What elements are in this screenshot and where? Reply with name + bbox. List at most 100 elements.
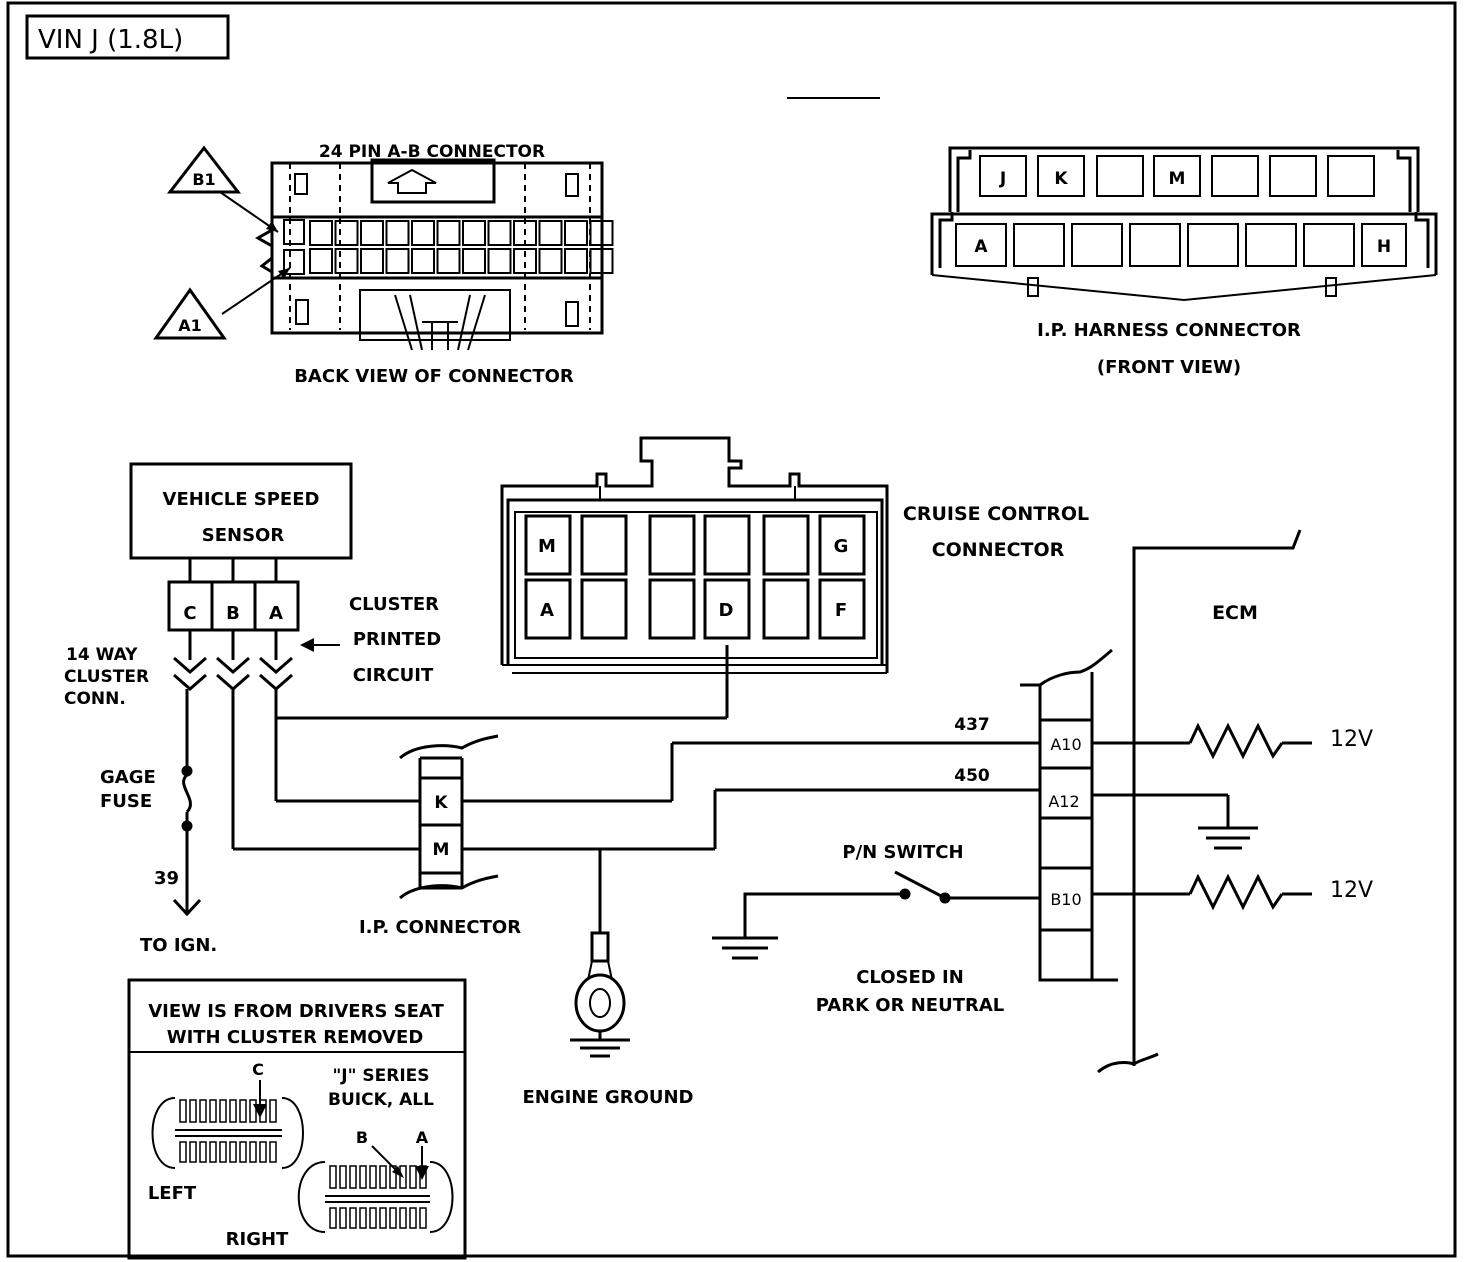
vss-label-2: SENSOR (202, 525, 285, 546)
ab-pin-cell (436, 220, 461, 246)
inset-right-label: RIGHT (226, 1229, 289, 1250)
cluster-tooth (399, 1207, 407, 1229)
cluster-tooth (369, 1207, 377, 1229)
ab-pin-cell (462, 248, 486, 274)
harness-top-pin (1269, 155, 1317, 197)
vss-pin-a-label: A (269, 603, 283, 624)
cruise-pin (580, 514, 628, 576)
vss-label-1: VEHICLE SPEED (163, 489, 320, 510)
diagram-title: VIN J (1.8L) (38, 25, 183, 55)
cruise-pin (648, 578, 696, 640)
cluster-tooth (359, 1207, 367, 1229)
ab-pin-cell (564, 220, 588, 246)
cluster-tooth (189, 1141, 197, 1163)
vss-box (129, 462, 353, 560)
cluster-tooth (369, 1165, 377, 1189)
ecm-pin-a12: A12 (1048, 792, 1079, 811)
pn-switch-label: P/N SWITCH (842, 842, 963, 863)
cruise-pin (524, 514, 572, 576)
harness-top-pin (1211, 155, 1259, 197)
inset-left-label: LEFT (148, 1183, 197, 1204)
cruise-pin (818, 578, 866, 640)
inset-header-1: VIEW IS FROM DRIVERS SEAT (148, 1001, 444, 1022)
cluster-pin-teeth (179, 1099, 427, 1229)
cluster-tooth (339, 1165, 347, 1189)
pn-switch-blade (894, 870, 946, 900)
cluster-circuit-3: CIRCUIT (353, 665, 434, 686)
cruise-pin (762, 578, 810, 640)
a10-voltage: 12V (1330, 727, 1373, 752)
cluster-conn-3: CONN. (64, 689, 126, 709)
cruise-pin-label: M (538, 536, 556, 557)
ab-pin-cell (411, 220, 435, 246)
b1-triangle (166, 145, 242, 194)
ab-pin-cell (309, 220, 333, 246)
ip-harness-drawing (930, 146, 1438, 302)
cluster-tooth (419, 1207, 427, 1229)
ab-pin-cell (385, 248, 410, 274)
cruise-pin (648, 514, 696, 576)
harness-top-pin (1096, 155, 1144, 197)
cruise-label-1: CRUISE CONTROL (903, 503, 1089, 525)
cluster-circuit-2: PRINTED (353, 629, 441, 650)
cluster-right-drawing (297, 1161, 454, 1233)
cluster-tooth (269, 1141, 277, 1163)
pn-note-2: PARK OR NEUTRAL (816, 995, 1005, 1016)
ip-connector-label: I.P. CONNECTOR (359, 917, 521, 938)
pin-a1-label: A1 (178, 316, 202, 335)
page-frame (6, 1, 1457, 1258)
ab-pin-cell (589, 248, 614, 274)
ab-pin-cell (538, 220, 563, 246)
cluster-tooth (349, 1207, 357, 1229)
ground-terminal (590, 931, 610, 963)
ab-pin-cell (360, 248, 384, 274)
harness-bottom-pin-label: H (1377, 237, 1391, 257)
ip-harness-title: I.P. HARNESS CONNECTOR (1037, 320, 1301, 341)
cruise-pin (580, 578, 628, 640)
cluster-tooth (379, 1165, 387, 1189)
cruise-pin (703, 514, 751, 576)
cluster-tooth (409, 1165, 417, 1189)
gage-fuse-2: FUSE (100, 791, 152, 812)
harness-bottom-pin (1187, 223, 1239, 267)
cluster-tooth (189, 1099, 197, 1123)
inset-label-a: A (416, 1128, 429, 1147)
ecm-outline (1132, 529, 1302, 1066)
cluster-tooth (179, 1099, 187, 1123)
wire-450-label: 450 (954, 766, 990, 786)
harness-top-pin (1037, 155, 1085, 197)
gage-fuse-1: GAGE (100, 767, 156, 788)
vss-pin-b-label: B (226, 603, 240, 624)
b10-resistor (1188, 873, 1284, 911)
cluster-tooth (199, 1141, 207, 1163)
ecm-pin-b10: B10 (1050, 890, 1081, 909)
cluster-tooth (209, 1099, 217, 1123)
inset-box (127, 978, 467, 1260)
ecm-connector-drawing (1020, 648, 1118, 982)
ab-pin-cell (538, 248, 563, 274)
wire-39-label: 39 (154, 868, 179, 889)
ip-connector-drawing (399, 734, 499, 900)
ab-pin-cell (564, 248, 588, 274)
cluster-left-drawing (151, 1097, 304, 1169)
ip-harness-subtitle: (FRONT VIEW) (1097, 357, 1241, 378)
ab-connector-pins (309, 220, 614, 274)
cluster-tooth (239, 1099, 247, 1123)
ecm-pin-a10: A10 (1050, 735, 1081, 754)
harness-bottom-pin (955, 223, 1007, 267)
inset-series-2: BUICK, ALL (328, 1090, 434, 1110)
ab-pin-cell (462, 220, 486, 246)
cruise-pin-label: A (540, 600, 554, 621)
ab-pin-cell (589, 220, 614, 246)
cruise-pin-label: D (719, 600, 734, 621)
a1-triangle (153, 287, 227, 340)
cluster-tooth (209, 1141, 217, 1163)
inset-label-c: C (252, 1060, 264, 1079)
cluster-tooth (179, 1141, 187, 1163)
engine-ground-label: ENGINE GROUND (522, 1087, 693, 1108)
ab-pin-cell (334, 220, 359, 246)
harness-bottom-pin (1129, 223, 1181, 267)
cluster-tooth (249, 1099, 257, 1123)
ab-pin-cell (309, 248, 333, 274)
